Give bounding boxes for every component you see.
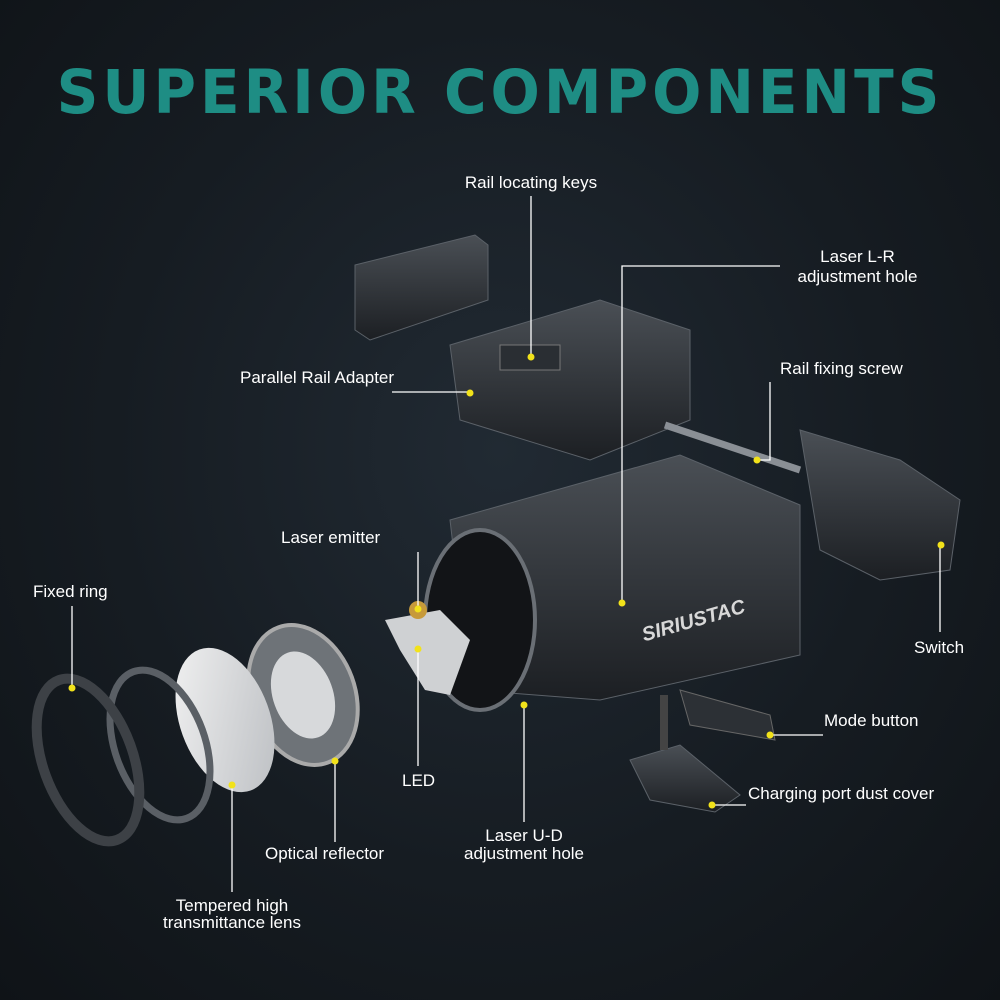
label-laser-emitter: Laser emitter bbox=[281, 528, 381, 547]
label-laser-ud-line2: adjustment hole bbox=[463, 844, 585, 863]
mount-plate bbox=[629, 744, 741, 813]
label-rail-fixing-screw: Rail fixing screw bbox=[780, 359, 903, 378]
switch-assembly bbox=[799, 429, 961, 581]
label-parallel-rail-adapter: Parallel Rail Adapter bbox=[240, 368, 395, 387]
rail-key-block bbox=[354, 234, 489, 341]
label-rail-locating-keys: Rail locating keys bbox=[464, 173, 598, 192]
parallel-rail-adapter bbox=[449, 299, 691, 461]
mode-button-part bbox=[679, 689, 776, 741]
mount-post bbox=[660, 695, 668, 750]
label-laser-lr-line1: Laser L-R bbox=[820, 247, 895, 266]
label-led: LED bbox=[402, 771, 436, 790]
label-laser-ud-line1: Laser U-D bbox=[485, 826, 563, 845]
label-lens-line1: Tempered high bbox=[175, 896, 289, 915]
page-title: SUPERIOR COMPONENTS bbox=[56, 56, 944, 128]
label-laser-lr-line2: adjustment hole bbox=[797, 267, 918, 286]
rail-fixing-screw bbox=[663, 421, 802, 474]
label-lens-line2: transmittance lens bbox=[163, 913, 301, 932]
led-board bbox=[385, 610, 470, 695]
leader-lines bbox=[71, 196, 941, 892]
label-fixed-ring: Fixed ring bbox=[33, 582, 108, 601]
label-switch: Switch bbox=[914, 638, 965, 657]
label-mode-button: Mode button bbox=[824, 711, 919, 730]
fixed-ring-part bbox=[31, 673, 145, 847]
main-body: SIRIUSTAC bbox=[423, 454, 801, 712]
inner-ring-part bbox=[106, 666, 214, 824]
label-optical-reflector: Optical reflector bbox=[265, 844, 385, 863]
lens-part bbox=[175, 647, 275, 793]
label-charging-port-dust-cover: Charging port dust cover bbox=[748, 784, 935, 803]
callout-dots bbox=[68, 353, 945, 809]
